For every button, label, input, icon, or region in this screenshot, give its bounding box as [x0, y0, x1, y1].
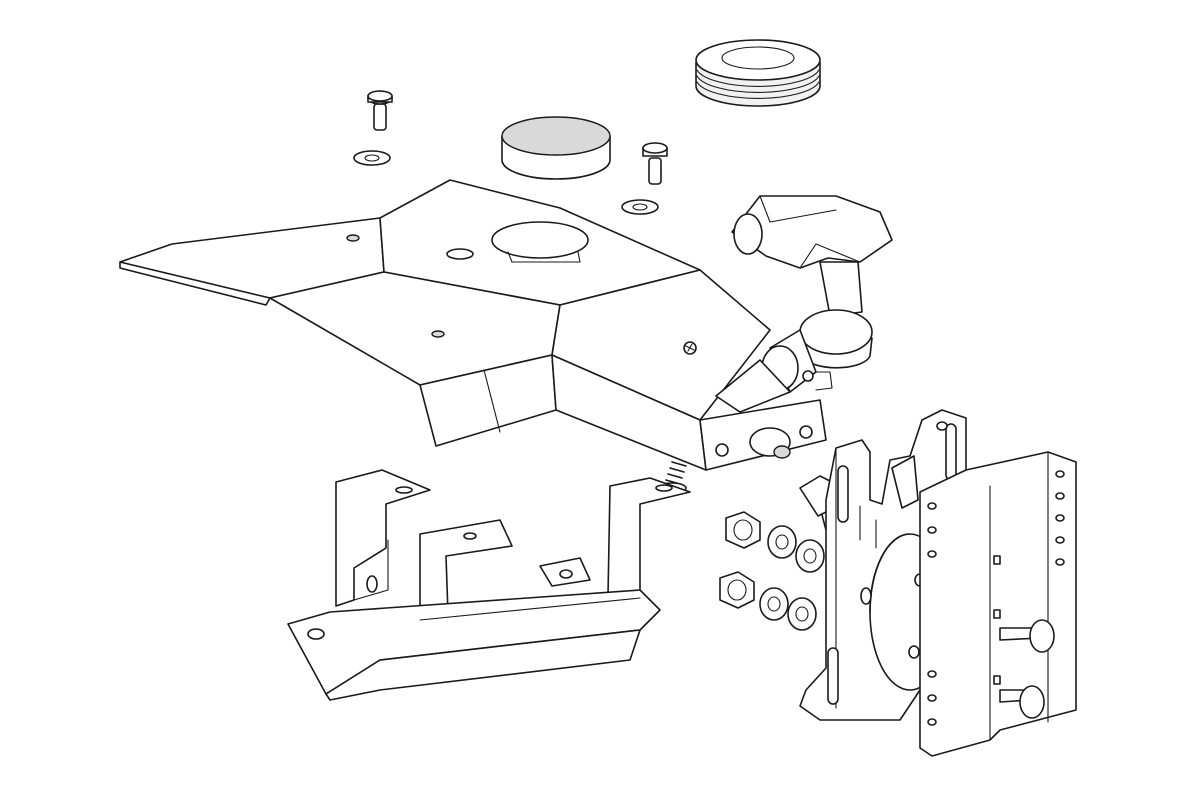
round-cap-large [695, 39, 821, 107]
round-cap-small [501, 116, 611, 180]
ratchet-handle [731, 195, 893, 269]
lower-bracket [287, 469, 691, 701]
washer [353, 150, 391, 166]
vesa-plate [919, 451, 1077, 757]
washer [787, 597, 817, 631]
washer [621, 199, 659, 215]
washer [759, 587, 789, 621]
top-mounting-plate [119, 179, 827, 471]
ball-joint-arm [715, 261, 873, 413]
screw [642, 142, 668, 185]
hex-nut [719, 571, 755, 609]
hex-nut [725, 511, 761, 549]
washer [795, 539, 825, 573]
screw [367, 90, 393, 131]
washer [767, 525, 797, 559]
